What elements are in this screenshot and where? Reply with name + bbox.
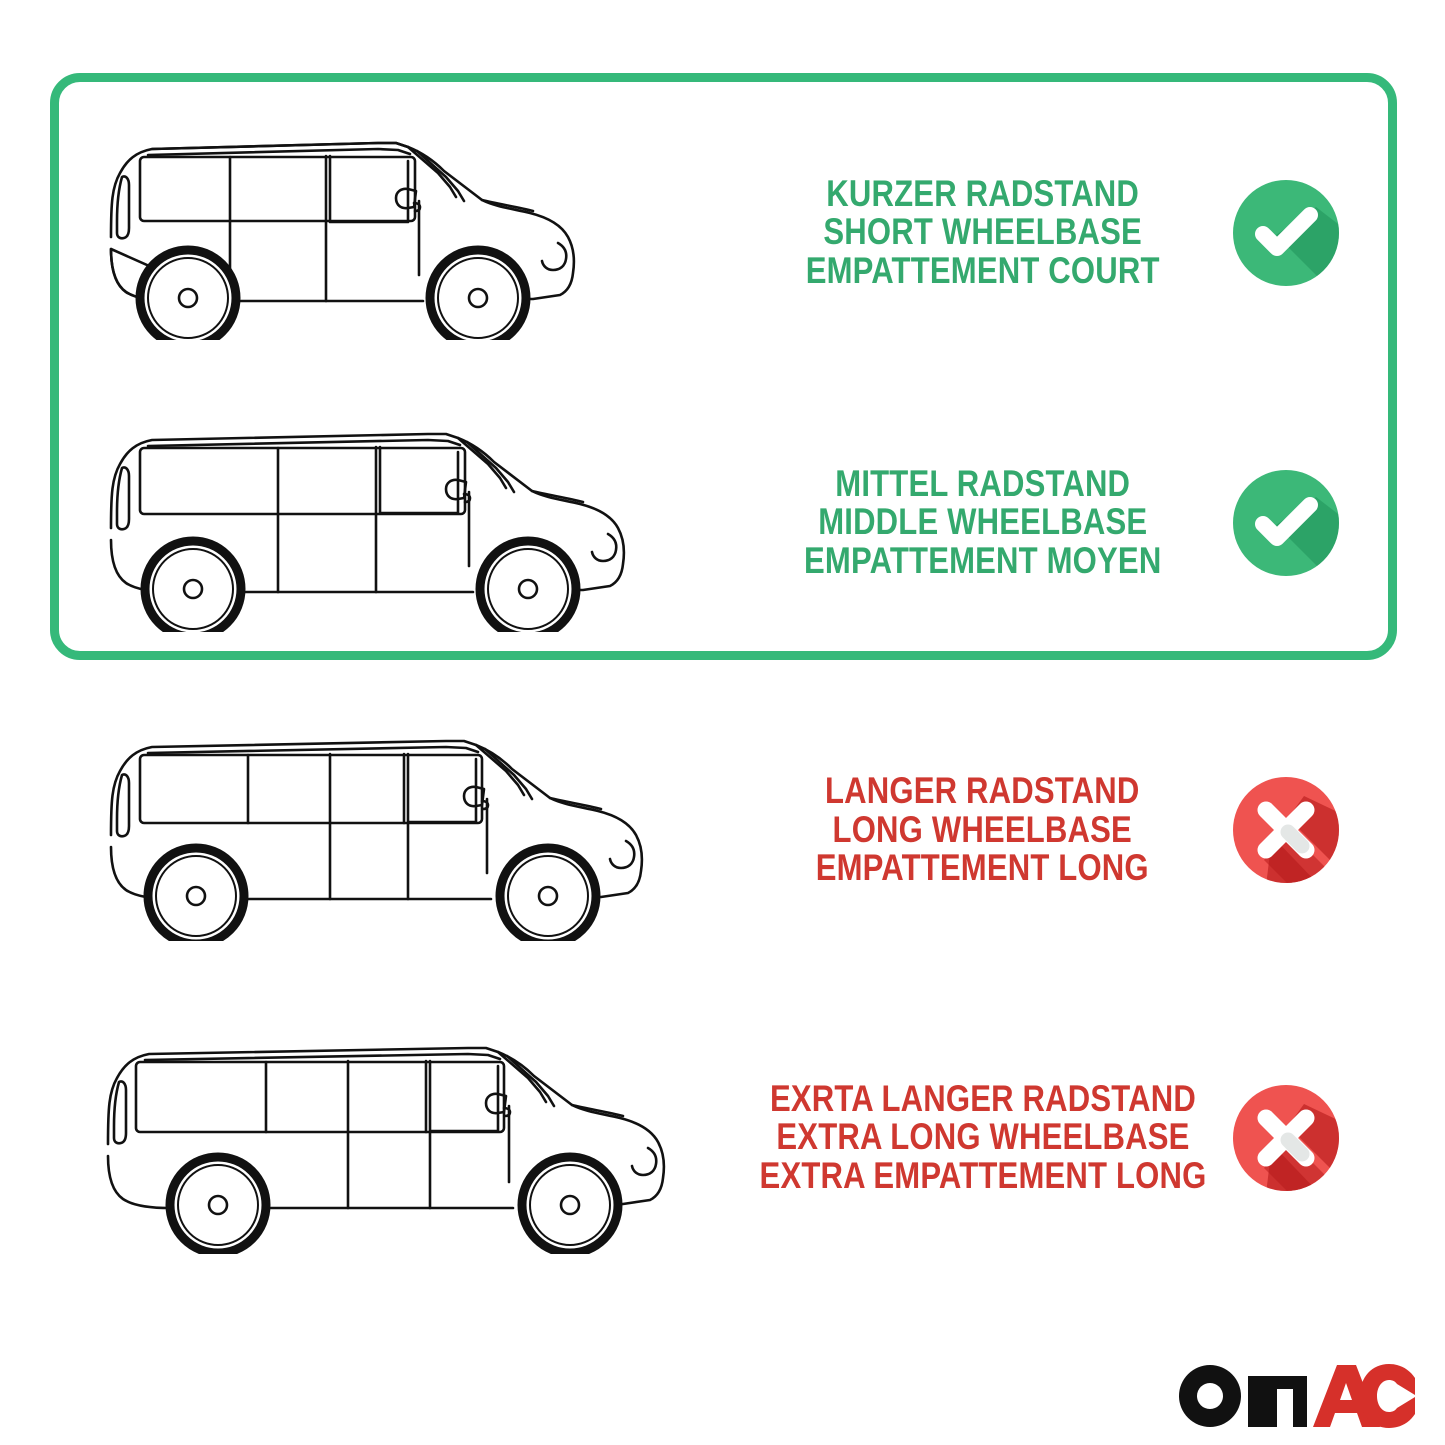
van-wheel-front [425,245,531,340]
wheelbase-label-cell: MITTEL RADSTAND MIDDLE WHEELBASE EMPATTE… [735,462,1230,581]
van-wheel-front [475,536,581,632]
label-fr: EMPATTEMENT COURT [805,249,1160,291]
label-fr: EMPATTEMENT LONG [815,847,1150,889]
van-long-wheelbase [109,739,644,941]
label-en: SHORT WHEELBASE [823,211,1142,253]
wheelbase-label-cell: EXRTA LANGER RADSTAND EXTRA LONG WHEELBA… [735,1077,1230,1196]
label-de: LANGER RADSTAND [825,770,1140,812]
label-fr: EMPATTEMENT MOYEN [803,539,1162,581]
wheelbase-row-long: LANGER RADSTAND LONG WHEELBASE EMPATTEME… [0,705,1445,955]
van-illustration-cell [0,705,735,955]
wheelbase-label-cell: KURZER RADSTAND SHORT WHEELBASE EMPATTEM… [735,172,1230,291]
van-short-wheelbase [109,141,576,340]
logo-letter-c [1360,1364,1415,1428]
cross-circle-icon [1233,1084,1339,1191]
logo-letter-o [1179,1365,1241,1427]
wheelbase-label-middle: MITTEL RADSTAND MIDDLE WHEELBASE EMPATTE… [803,462,1162,581]
label-en: MIDDLE WHEELBASE [817,501,1148,543]
omac-logo [1176,1358,1416,1430]
van-wheel-front [517,1152,623,1254]
wheelbase-label-short: KURZER RADSTAND SHORT WHEELBASE EMPATTEM… [805,172,1160,291]
van-wheel-rear [143,843,249,941]
van-wheel-rear [140,536,246,632]
label-de: KURZER RADSTAND [826,172,1139,214]
label-en: LONG WHEELBASE [832,808,1133,850]
status-badge-cell [1230,177,1445,289]
logo-letter-m [1248,1376,1307,1427]
van-extra-long-wheelbase [106,1046,666,1254]
wheelbase-label-cell: LANGER RADSTAND LONG WHEELBASE EMPATTEME… [735,770,1230,889]
status-badge-cell [1230,467,1445,579]
van-wheel-rear [135,245,241,340]
omac-logo-mark [1179,1364,1415,1428]
wheelbase-row-short: KURZER RADSTAND SHORT WHEELBASE EMPATTEM… [0,110,1445,355]
status-badge-cell [1230,1082,1445,1194]
label-fr: EXTRA EMPATTEMENT LONG [759,1154,1206,1196]
cross-circle-icon [1233,777,1339,883]
wheelbase-row-middle: MITTEL RADSTAND MIDDLE WHEELBASE EMPATTE… [0,400,1445,645]
label-de: MITTEL RADSTAND [835,462,1130,504]
label-de: EXRTA LANGER RADSTAND [769,1077,1196,1119]
wheelbase-label-extra-long: EXRTA LANGER RADSTAND EXTRA LONG WHEELBA… [759,1077,1206,1196]
status-badge-cell [1230,774,1445,886]
van-illustration-cell [0,110,735,355]
check-circle-icon [1233,179,1339,286]
check-circle-icon [1233,469,1339,576]
van-middle-wheelbase [109,432,626,632]
label-en: EXTRA LONG WHEELBASE [775,1116,1190,1158]
van-illustration-cell [0,1010,735,1265]
van-wheel-rear [165,1152,271,1254]
wheelbase-label-long: LANGER RADSTAND LONG WHEELBASE EMPATTEME… [815,770,1150,889]
van-illustration-cell [0,400,735,645]
wheelbase-row-extra-long: EXRTA LANGER RADSTAND EXTRA LONG WHEELBA… [0,1010,1445,1265]
van-wheel-front [495,843,601,941]
